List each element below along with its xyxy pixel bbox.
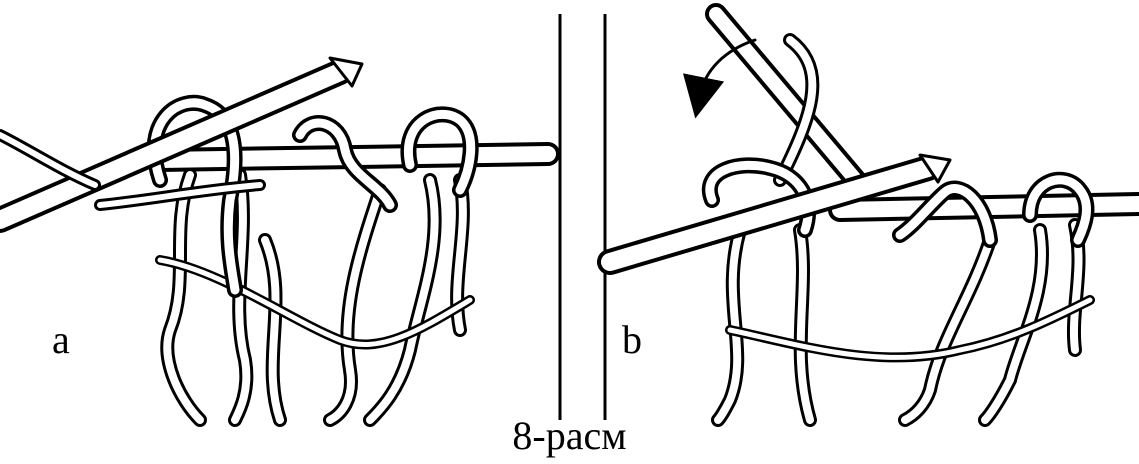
- panel-divider: [560, 14, 605, 420]
- figure-caption: 8-расм: [0, 416, 1139, 456]
- panel-label-b: b: [622, 320, 642, 360]
- stitch-columns-a: [160, 175, 470, 420]
- stitch-columns-b: [718, 225, 1090, 420]
- panel-b-drawing: [610, 14, 1139, 420]
- panel-label-a: a: [52, 320, 70, 360]
- panel-a-drawing: [0, 58, 548, 420]
- working-yarn: [700, 14, 860, 185]
